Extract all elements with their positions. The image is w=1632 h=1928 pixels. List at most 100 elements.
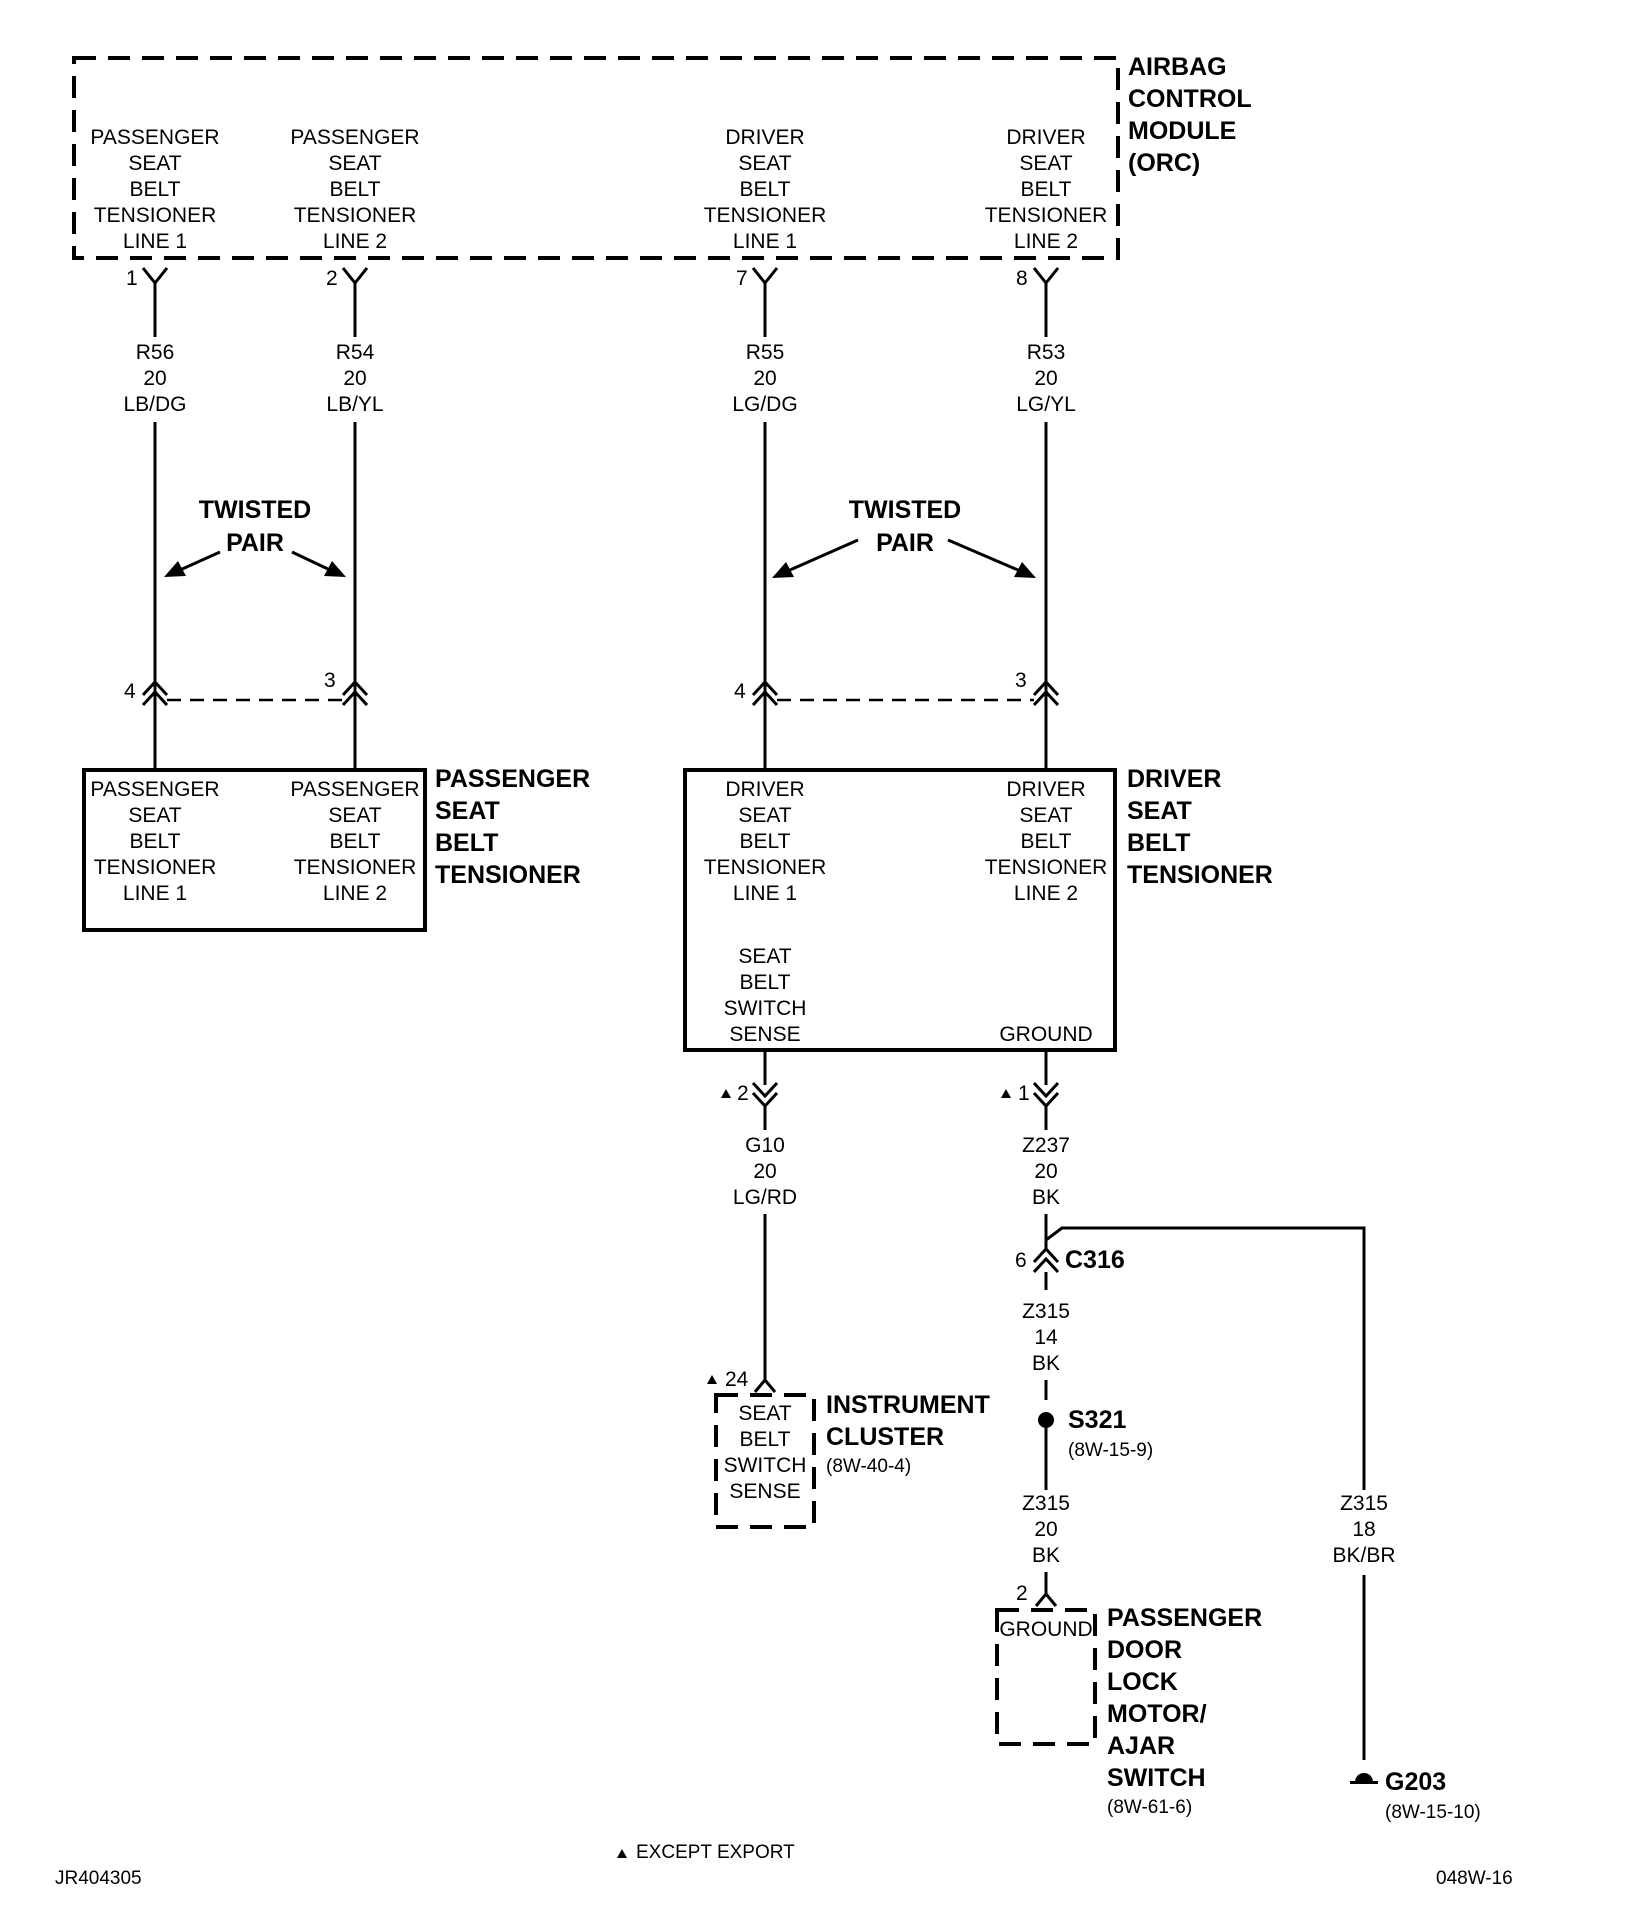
label-line: DRIVER [1006, 126, 1085, 149]
driver-tensioner-title: DRIVER SEAT BELT TENSIONER [1127, 765, 1273, 889]
acm-title-line: CONTROL [1128, 85, 1252, 113]
connector-symbol [1032, 1246, 1060, 1274]
page-reference: (8W-15-10) [1385, 1802, 1481, 1823]
twisted-pair-label: PAIR [226, 529, 284, 557]
pass-tensioner-title: PASSENGER SEAT BELT TENSIONER [435, 765, 590, 889]
label-line: BELT [1021, 178, 1072, 201]
connector-symbol [751, 1081, 779, 1109]
wire-g10: G10 20 LG/RD [733, 1106, 797, 1380]
pin-number: 1 [126, 267, 138, 290]
label-line: BELT [740, 1428, 791, 1451]
pin-number: 7 [736, 267, 748, 290]
pin-number: 8 [1016, 267, 1028, 290]
label-background [1320, 1490, 1408, 1575]
connector-symbol [141, 679, 169, 707]
diagram-id-right: 048W-16 [1436, 1868, 1513, 1889]
pin-number: 3 [1015, 669, 1027, 692]
arrow-head [772, 562, 794, 578]
passenger-door-lock-motor: 2 GROUND PASSENGER DOOR LOCK MOTOR/ AJAR… [995, 1582, 1262, 1818]
pass-tensioner-outline [82, 768, 427, 932]
wire-gauge: 20 [1034, 1518, 1057, 1541]
wire-label-z315-14: Z315 14 BK [1022, 1300, 1070, 1375]
pin-connector-symbol [751, 267, 779, 286]
label-line: PASSENGER [90, 126, 219, 149]
label-line: SEAT [738, 945, 791, 968]
connector-symbol [1032, 1081, 1060, 1109]
page-reference: (8W-40-4) [826, 1456, 911, 1477]
twisted-pair-right: TWISTED PAIR [772, 496, 1036, 578]
label-line: LINE 1 [123, 882, 187, 905]
ground-symbol-icon [1355, 1773, 1373, 1782]
wire-id: Z237 [1022, 1134, 1070, 1157]
wire-id: R53 [1027, 341, 1066, 364]
tensioner-connectors: 4 3 4 3 [124, 669, 1060, 707]
acm-title-line: MODULE [1128, 117, 1236, 145]
title-line: SEAT [1127, 797, 1192, 825]
label-line: SEAT [738, 152, 791, 175]
passenger-seat-belt-tensioner: PASSENGER SEAT BELT TENSIONER LINE 1 PAS… [82, 765, 590, 932]
label-line: SWITCH [724, 1454, 807, 1477]
instrument-cluster-inner: SEAT BELT SWITCH SENSE [724, 1402, 807, 1503]
callout-line [291, 550, 331, 572]
except-export-triangle-icon [721, 1089, 731, 1098]
splice-dot-icon [1038, 1412, 1054, 1428]
pin-connector-symbol [141, 267, 169, 286]
label-line: SEAT [128, 152, 181, 175]
wire-gauge: 20 [753, 1160, 776, 1183]
wire-label-r56: R56 20 LB/DG [123, 341, 186, 416]
pin-number: 4 [124, 680, 136, 703]
ground-label: GROUND [999, 1618, 1092, 1641]
wire-z315-18: Z315 18 BK/BR [1320, 1490, 1408, 1575]
title-line: SWITCH [1107, 1764, 1206, 1792]
pin-number: 1 [1018, 1082, 1030, 1105]
wire-color: LB/YL [326, 393, 383, 416]
wire-color: LG/DG [732, 393, 797, 416]
wire-label-r54: R54 20 LB/YL [326, 341, 383, 416]
pin-number: 2 [326, 267, 338, 290]
label-line: SEAT [128, 804, 181, 827]
splice-s321: S321 (8W-15-9) [1038, 1406, 1153, 1461]
label-line: DRIVER [1006, 778, 1085, 801]
except-export-triangle-icon [707, 1375, 717, 1384]
driver-tensioner-inner-labels: DRIVER SEAT BELT TENSIONER LINE 1 DRIVER… [704, 778, 1108, 1046]
callout-line [789, 538, 859, 572]
door-lock-outline [995, 1608, 1097, 1746]
label-line: SEAT [738, 804, 791, 827]
pin-number: 2 [1016, 1582, 1028, 1605]
wire-color: BK [1032, 1186, 1060, 1209]
wire-gauge: 18 [1352, 1518, 1375, 1541]
arrow-head [164, 561, 186, 577]
label-line: DRIVER [725, 778, 804, 801]
wire-z315-14: Z315 14 BK [1022, 1272, 1070, 1400]
label-line: LINE 2 [1014, 882, 1078, 905]
except-export-triangle-icon [1001, 1089, 1011, 1098]
pin-connector-symbol [341, 267, 369, 286]
except-export-triangle-icon [617, 1849, 627, 1858]
title-line: BELT [1127, 829, 1190, 857]
twisted-pair-label: TWISTED [849, 496, 962, 524]
label-line: TENSIONER [94, 204, 217, 227]
title-line: BELT [435, 829, 498, 857]
twisted-pair-label: PAIR [876, 529, 934, 557]
ground-label: GROUND [999, 1023, 1092, 1046]
label-line: SWITCH [724, 997, 807, 1020]
ground-bar [1350, 1781, 1378, 1784]
title-line: INSTRUMENT [826, 1391, 990, 1419]
label-line: LINE 1 [123, 230, 187, 253]
label-line: SENSE [729, 1023, 800, 1046]
label-line: BELT [330, 178, 381, 201]
driver-seat-belt-tensioner: DRIVER SEAT BELT TENSIONER LINE 1 DRIVER… [683, 765, 1273, 1052]
wire-id: R56 [136, 341, 175, 364]
title-line: DRIVER [1127, 765, 1221, 793]
upper-wire-labels: R56 20 LB/DG R54 20 LB/YL R55 20 LG/DG R… [123, 341, 1075, 416]
acm-pin-labels: PASSENGER SEAT BELT TENSIONER LINE 1 PAS… [90, 126, 1107, 253]
wire-z315-18-path [1045, 1226, 1366, 1760]
wire-gauge: 14 [1034, 1326, 1058, 1349]
wire-gauge: 20 [143, 367, 166, 390]
title-line: PASSENGER [1107, 1604, 1262, 1632]
pass-tensioner-inner-labels: PASSENGER SEAT BELT TENSIONER LINE 1 PAS… [90, 778, 419, 905]
title-line: LOCK [1107, 1668, 1178, 1696]
splice-name: S321 [1068, 1406, 1126, 1434]
instrument-cluster: 24 SEAT BELT SWITCH SENSE INSTRUMENT CLU… [707, 1368, 990, 1529]
